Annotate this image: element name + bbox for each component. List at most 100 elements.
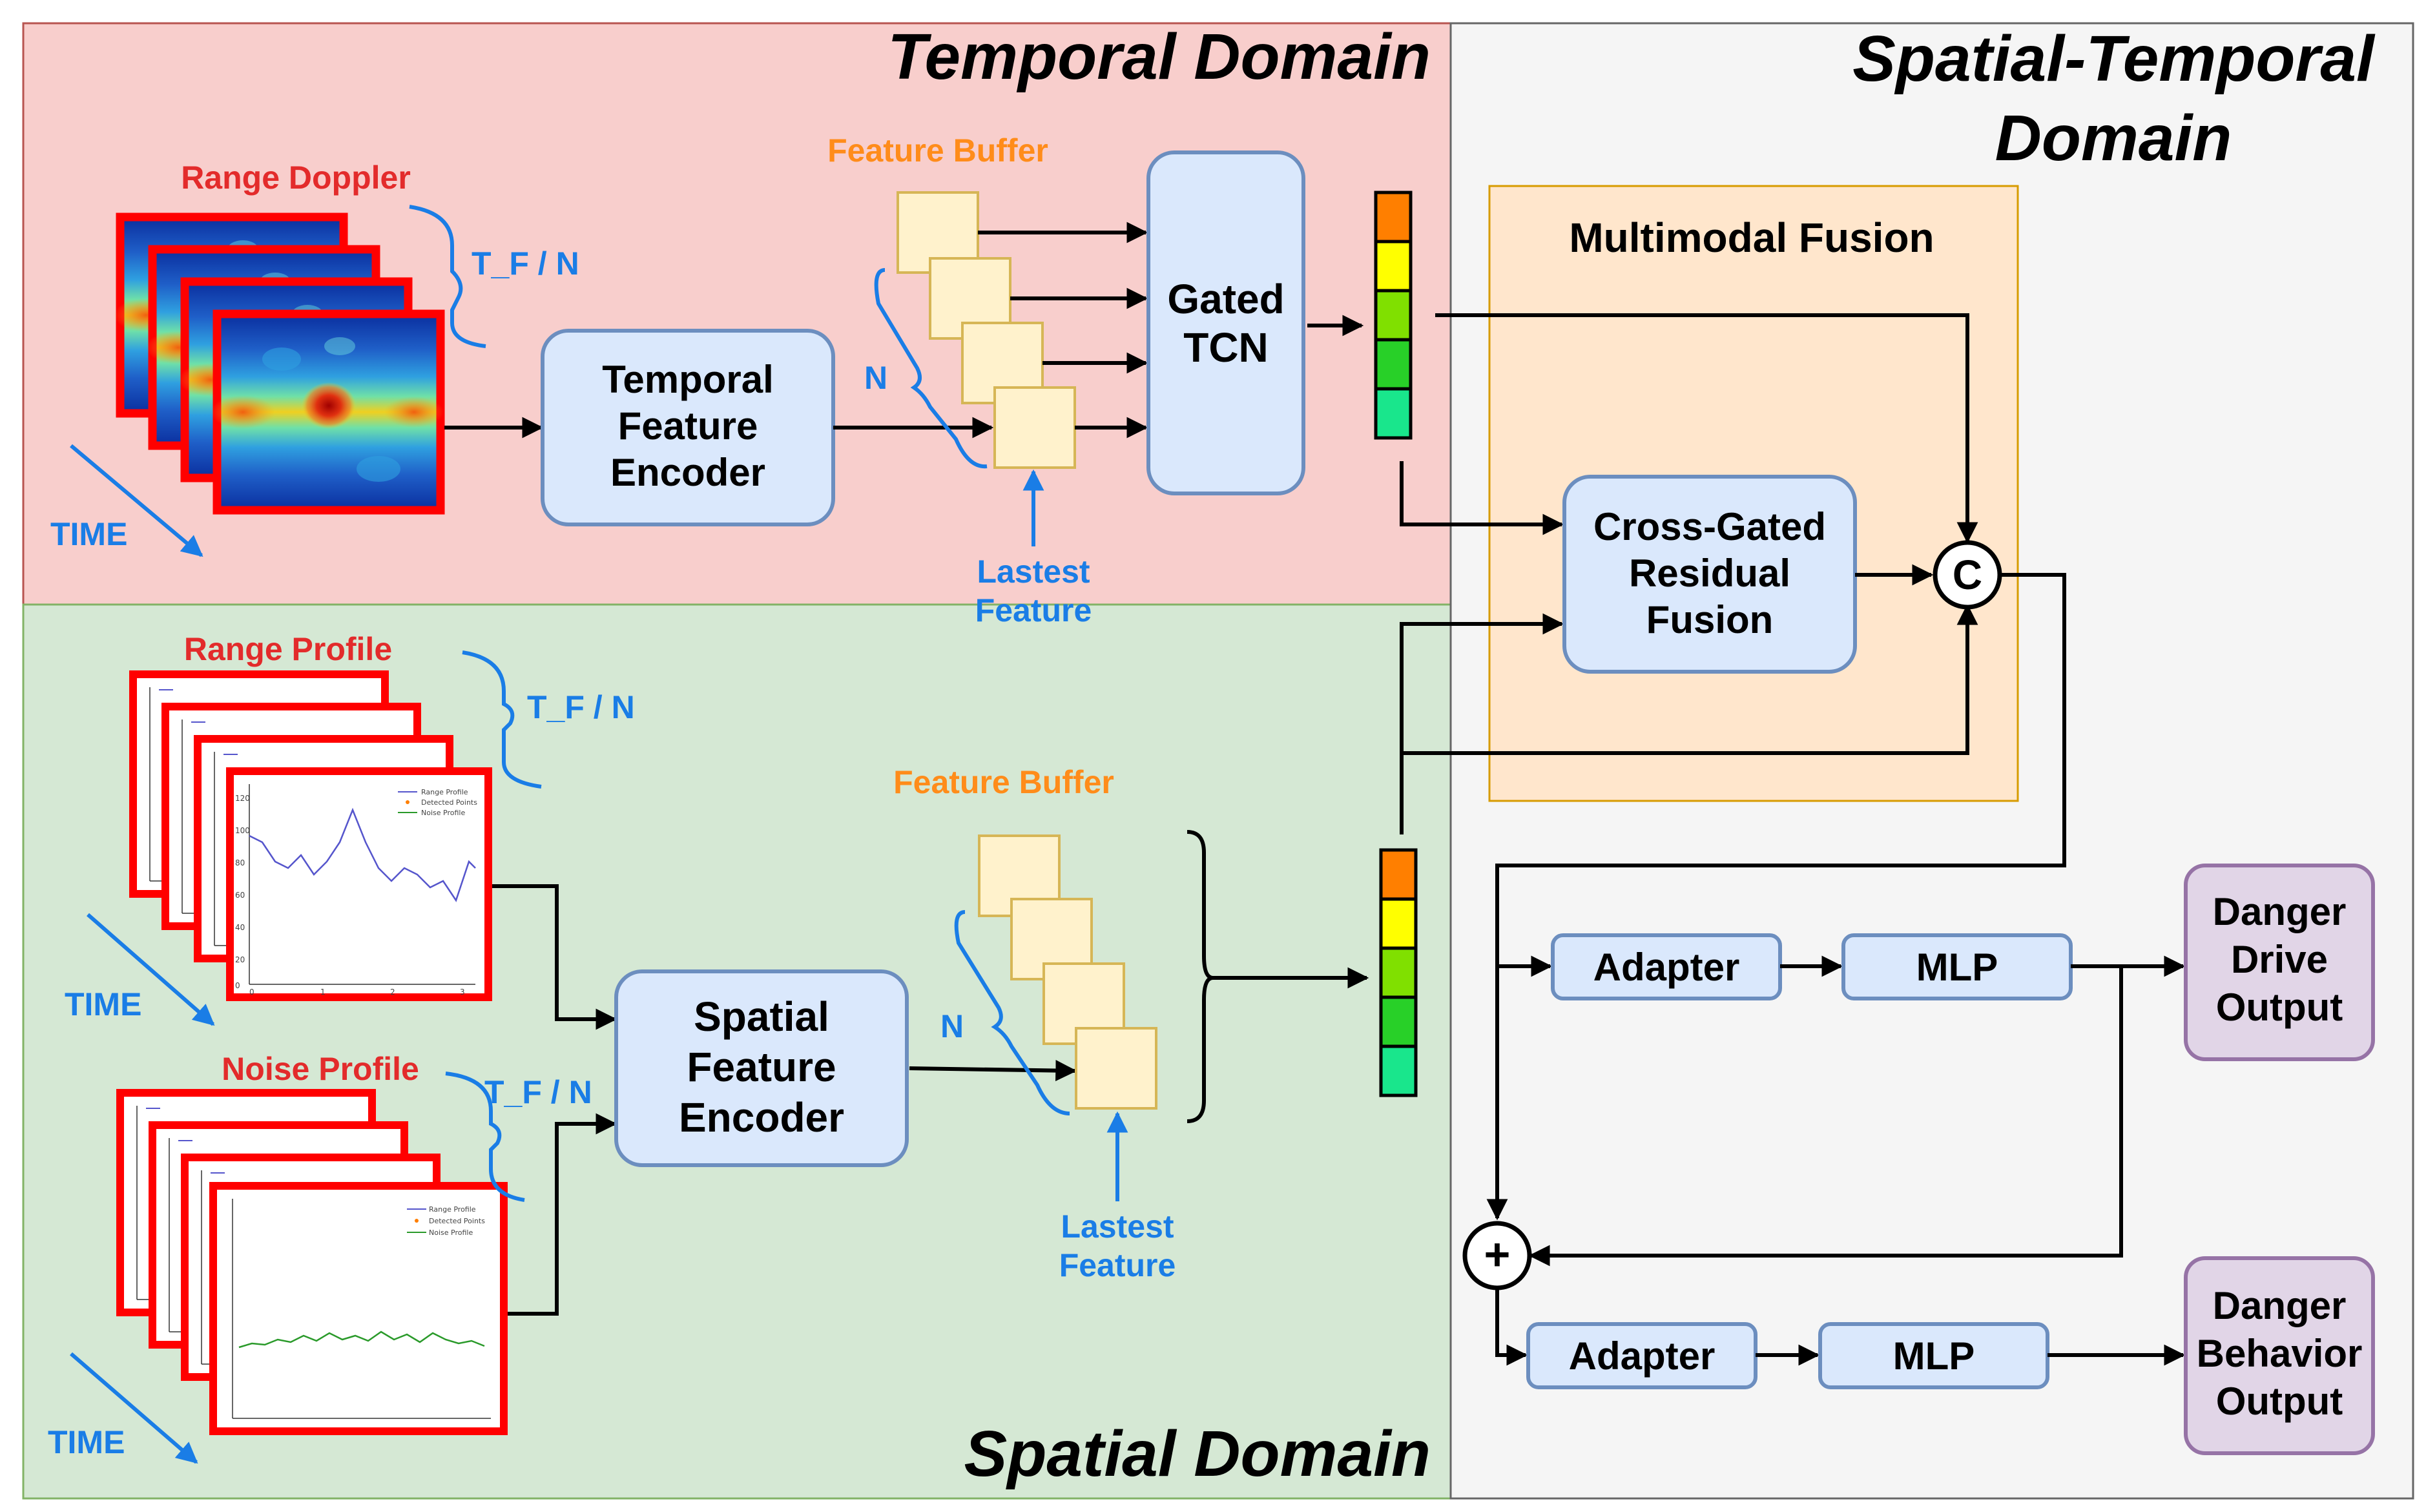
temporal-feature-buffer: [897, 191, 1076, 469]
vector-cell: [1379, 897, 1418, 950]
svg-text:Fusion: Fusion: [1646, 598, 1774, 641]
svg-text:Cross-Gated: Cross-Gated: [1593, 505, 1826, 548]
vector-cell: [1379, 1044, 1418, 1097]
svg-text:Spatial: Spatial: [694, 993, 829, 1040]
vector-cell: [1379, 995, 1418, 1048]
concat-to-adapter-path: [1495, 573, 2066, 977]
svg-text:Danger: Danger: [2213, 1284, 2347, 1327]
svg-text:0: 0: [235, 981, 240, 990]
vector-cell: [1374, 338, 1413, 391]
spatial-vector-to-crossgated-arrow: [1400, 613, 1564, 834]
svg-text:Temporal: Temporal: [602, 358, 774, 401]
temporal-vector-to-crossgated-arrow: [1400, 461, 1564, 535]
noise-time-arrow: [70, 1352, 198, 1464]
mlp-block-1: MLP: [1841, 933, 2073, 1000]
noise-profile-stack: [120, 1093, 508, 1435]
cross-gated-residual-fusion-block: Cross-Gated Residual Fusion: [1562, 475, 1857, 674]
range-to-spatial-encoder-arrow: [492, 884, 617, 1030]
svg-text:Feature: Feature: [687, 1044, 836, 1090]
temporal-feature-vector: [1374, 191, 1413, 440]
temporal-vector-to-concat-arrow: [1435, 313, 1978, 544]
spatial-feature-vector: [1379, 848, 1418, 1097]
svg-text:100: 100: [235, 826, 250, 835]
gated-tcn-block: Gated TCN: [1146, 150, 1305, 495]
svg-text:20: 20: [235, 955, 245, 964]
temporal-tf-n-label: T_F / N: [472, 245, 579, 282]
noise-to-spatial-encoder-arrow: [508, 1113, 617, 1316]
vector-cell: [1379, 946, 1418, 999]
np-legend-range: Range Profile: [429, 1205, 476, 1214]
svg-text:Danger: Danger: [2213, 890, 2347, 933]
np-legend-detected: Detected Points: [429, 1217, 485, 1225]
svg-text:3: 3: [460, 988, 465, 997]
danger-behavior-output-block: Danger Behavior Output: [2184, 1256, 2375, 1455]
spatial-domain-title: Spatial Domain: [964, 1418, 1431, 1490]
rp-legend-detected: Detected Points: [421, 798, 477, 807]
vector-cell: [1379, 848, 1418, 901]
svg-text:Drive: Drive: [2231, 938, 2328, 981]
svg-text:2: 2: [390, 988, 395, 997]
mlp-block-2: MLP: [1818, 1322, 2049, 1389]
rp-legend-range: Range Profile: [421, 788, 468, 796]
temporal-n-brace: [874, 268, 988, 469]
temporal-feature-encoder-block: Temporal Feature Encoder: [541, 329, 835, 526]
range-profile-brace: [462, 650, 542, 789]
svg-text:MLP: MLP: [1916, 946, 1998, 989]
svg-text:80: 80: [235, 858, 245, 867]
temporal-lastest-label-1: Lastest: [977, 554, 1090, 590]
concat-node: C: [1933, 540, 2002, 610]
svg-text:Behavior: Behavior: [2197, 1332, 2363, 1375]
svg-text:+: +: [1484, 1229, 1511, 1279]
svg-text:Output: Output: [2216, 986, 2343, 1029]
spatial-temporal-domain-title-line2: Domain: [1995, 102, 2232, 174]
multimodal-fusion-title: Multimodal Fusion: [1569, 214, 1934, 261]
adapter-block-1: Adapter: [1551, 933, 1782, 1000]
svg-text:Adapter: Adapter: [1593, 946, 1740, 989]
spatial-encoder-to-buffer-arrow: [909, 1060, 1077, 1082]
rp-legend-noise: Noise Profile: [421, 809, 465, 817]
svg-text:Encoder: Encoder: [610, 451, 765, 494]
mlp1-to-add-arrow: [1528, 966, 2123, 1267]
buffer-to-tcn-arrows: [978, 222, 1148, 439]
noise-profile-brace: [445, 1072, 525, 1202]
spatial-temporal-domain-title-line1: Spatial-Temporal: [1852, 23, 2376, 95]
range-time-arrow: [87, 913, 215, 1026]
svg-text:Residual: Residual: [1629, 552, 1790, 595]
temporal-n-label: N: [864, 360, 887, 396]
range-doppler-label: Range Doppler: [181, 160, 411, 196]
add-node: +: [1462, 1221, 1532, 1290]
noise-time-label: TIME: [48, 1424, 125, 1460]
temporal-time-label: TIME: [50, 516, 127, 552]
vector-cell: [1374, 387, 1413, 440]
adapter-block-2: Adapter: [1526, 1322, 1757, 1389]
spatial-feature-buffer: [978, 834, 1157, 1110]
spatial-n-brace: [954, 910, 1070, 1115]
range-profile-stack: [133, 674, 492, 1001]
noise-profile-tf-n-label: T_F / N: [484, 1074, 592, 1110]
add-to-adapter2-arrow: [1495, 1288, 1528, 1366]
np-legend-noise: Noise Profile: [429, 1228, 473, 1237]
noise-profile-label: Noise Profile: [222, 1051, 419, 1087]
spatial-feature-buffer-label: Feature Buffer: [893, 764, 1114, 800]
range-time-label: TIME: [65, 986, 141, 1022]
svg-text:60: 60: [235, 891, 245, 900]
spatial-vector-to-concat-arrow: [1402, 603, 1978, 755]
range-profile-tf-n-label: T_F / N: [527, 689, 635, 725]
spatial-lastest-label-1: Lastest: [1061, 1208, 1174, 1245]
vector-cell: [1374, 240, 1413, 293]
danger-drive-output-block: Danger Drive Output: [2184, 864, 2375, 1061]
temporal-domain-title: Temporal Domain: [887, 21, 1431, 93]
svg-text:C: C: [1953, 552, 1982, 598]
svg-text:Encoder: Encoder: [679, 1094, 844, 1141]
svg-text:120: 120: [235, 794, 250, 803]
svg-text:0: 0: [249, 988, 254, 997]
spatial-n-label: N: [940, 1008, 964, 1044]
vector-cell: [1374, 289, 1413, 342]
spatial-feature-encoder-block: Spatial Feature Encoder: [614, 969, 909, 1167]
brace-icon: [409, 205, 486, 348]
svg-text:MLP: MLP: [1893, 1334, 1975, 1378]
range-profile-label: Range Profile: [184, 631, 392, 667]
temporal-lastest-label-2: Feature: [975, 592, 1092, 628]
svg-text:1: 1: [320, 988, 326, 997]
